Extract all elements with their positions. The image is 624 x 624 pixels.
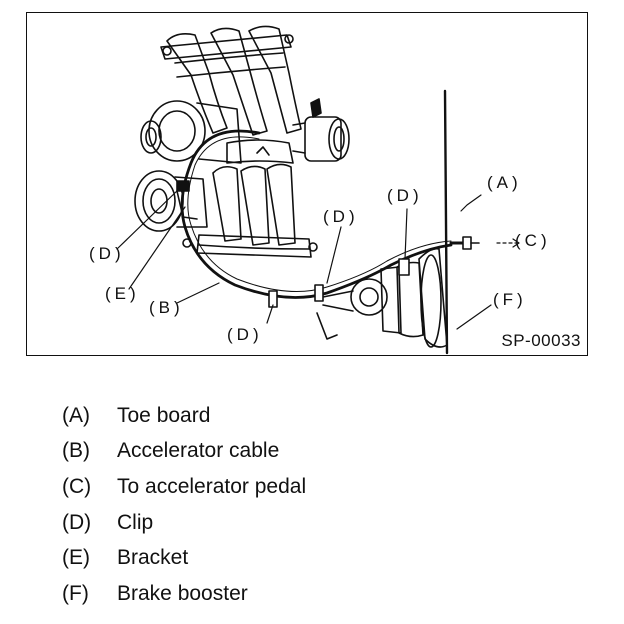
legend-key: (D) — [62, 510, 92, 534]
legend-key: (F) — [62, 581, 89, 605]
intake-manifold-lower — [182, 139, 318, 258]
clip-marks — [176, 180, 410, 308]
legend-key: (E) — [62, 546, 90, 570]
brake-booster-drawing — [316, 247, 448, 348]
legend-item: (C) To accelerator pedal — [62, 469, 306, 505]
legend-item: (D) Clip — [62, 505, 306, 541]
alternator — [140, 100, 242, 164]
legend-label: Clip — [117, 510, 154, 534]
callout-c: (C) — [515, 231, 551, 250]
callout-d-booster: (D) — [387, 186, 423, 205]
legend-key: (C) — [62, 474, 92, 498]
legend-item: (F) Brake booster — [62, 576, 306, 612]
legend-label: Bracket — [117, 546, 189, 570]
legend-key: (B) — [62, 439, 90, 463]
toe-board-line — [443, 89, 449, 355]
legend-label: Accelerator cable — [117, 439, 280, 463]
accelerator-cable — [180, 129, 480, 299]
callout-b: (B) — [149, 298, 184, 317]
intake-manifold-upper — [160, 25, 302, 136]
callout-f: (F) — [493, 290, 527, 309]
legend-key: (A) — [62, 403, 90, 427]
engine-drawing — [116, 25, 520, 355]
legend-label: To accelerator pedal — [117, 474, 307, 498]
callout-d-cable: (D) — [323, 207, 359, 226]
legend-item: (B) Accelerator cable — [62, 434, 306, 470]
legend-list: (A) Toe board (B) Accelerator cable (C) … — [62, 398, 306, 612]
legend-item: (A) Toe board — [62, 398, 306, 434]
callout-d-lower: (D) — [227, 325, 263, 344]
callout-e: (E) — [105, 284, 140, 303]
legend-label: Brake booster — [117, 581, 248, 605]
leader-lines — [116, 188, 520, 330]
bracket-drawing — [176, 190, 198, 220]
diagram-figure: (A) (B) (C) (D) (D) (D) (D) (E) (F) SP-0… — [26, 12, 588, 356]
legend-label: Toe board — [117, 403, 211, 427]
figure-code: SP-00033 — [501, 331, 581, 350]
throttle-body — [292, 98, 350, 162]
callout-a: (A) — [487, 173, 522, 192]
pulley — [134, 170, 208, 232]
callout-d-bracket: (D) — [89, 244, 125, 263]
legend-item: (E) Bracket — [62, 540, 306, 576]
